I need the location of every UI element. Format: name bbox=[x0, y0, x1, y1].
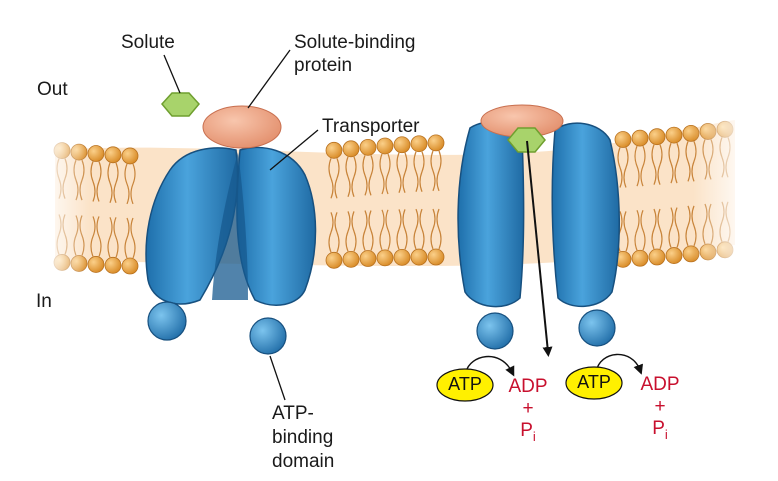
label-solute-binding-protein-line2: protein bbox=[294, 55, 353, 76]
transporter-open bbox=[457, 104, 621, 357]
plus-label-2: + bbox=[654, 396, 666, 417]
transporter-left-half bbox=[145, 147, 239, 305]
leader-lines bbox=[163, 49, 319, 401]
transporter-closed bbox=[145, 105, 317, 355]
solute-in-transporter bbox=[507, 127, 546, 153]
atp-binding-domain-left-2 bbox=[249, 317, 287, 355]
atp-oval-1 bbox=[436, 368, 494, 402]
atp-binding-domain-right-1 bbox=[476, 312, 514, 350]
transporter-open-left-half bbox=[457, 121, 525, 308]
phosphate-sub-2: i bbox=[664, 426, 668, 442]
atp-oval-2 bbox=[565, 366, 623, 400]
label-in: In bbox=[36, 291, 52, 312]
leader-transporter bbox=[269, 129, 319, 171]
leader-solute bbox=[163, 54, 181, 94]
leader-atp-binding-domain bbox=[269, 355, 286, 401]
transport-arrow bbox=[526, 140, 553, 357]
plus-label-1: + bbox=[522, 398, 534, 419]
hydrolysis-arrow-1 bbox=[465, 355, 515, 377]
transporter-open-right-half bbox=[551, 122, 621, 308]
phosphate-label-1: Pi bbox=[504, 420, 552, 448]
label-solute: Solute bbox=[121, 32, 175, 53]
hydrolysis-arrows bbox=[465, 353, 643, 377]
atp-binding-domain-left-1 bbox=[147, 301, 187, 341]
atp-label-1: ATP bbox=[448, 374, 482, 394]
phosphate-sub-1: i bbox=[532, 428, 536, 444]
phosphate-p-2: P bbox=[652, 418, 665, 439]
atp-label-2: ATP bbox=[577, 372, 611, 392]
label-out: Out bbox=[37, 79, 68, 100]
hydrolysis-arrow-2 bbox=[595, 353, 643, 375]
phosphate-p-1: P bbox=[520, 420, 533, 441]
solute-binding-protein-left bbox=[202, 105, 282, 149]
label-atp-binding-line2: binding bbox=[272, 427, 334, 448]
transporter-cleft bbox=[212, 152, 248, 300]
atp-binding-domain-right-2 bbox=[578, 309, 616, 347]
phosphate-label-2: Pi bbox=[636, 418, 684, 446]
label-atp-binding-line3: domain bbox=[272, 451, 335, 472]
solute-hexagon bbox=[161, 92, 200, 117]
label-solute-binding-protein-line1: Solute-binding bbox=[294, 32, 416, 53]
label-atp-binding-line1: ATP- bbox=[272, 403, 314, 424]
label-transporter: Transporter bbox=[322, 116, 420, 137]
leader-solute-binding-protein bbox=[247, 49, 291, 109]
adp-label-1: ADP bbox=[508, 376, 548, 397]
adp-label-2: ADP bbox=[640, 374, 680, 395]
